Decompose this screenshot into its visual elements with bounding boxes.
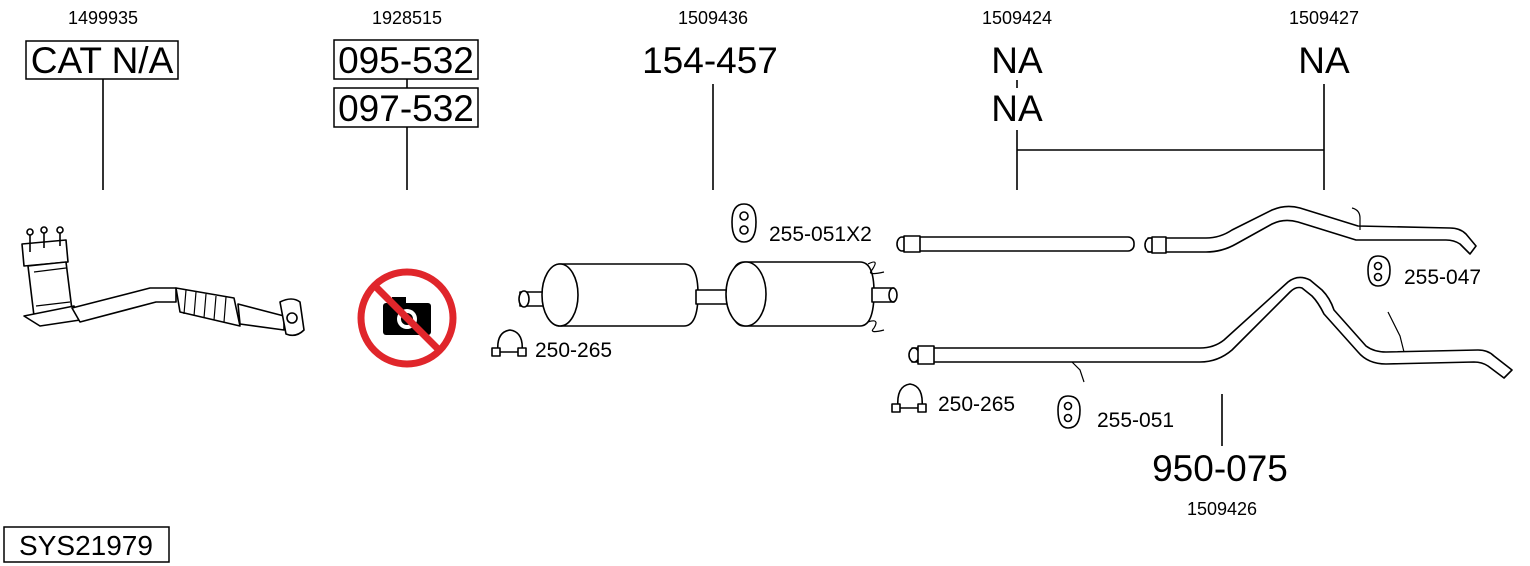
system-code: SYS21979: [19, 530, 153, 561]
oem-number-2: 1928515: [372, 8, 442, 28]
code-box-2b: [333, 87, 479, 128]
accessory-clamp-center: 250-265: [535, 339, 612, 362]
oem-number-3: 1509436: [678, 8, 748, 28]
part-code-3: 154-457: [642, 40, 778, 81]
part-code-5: NA: [1298, 40, 1350, 81]
upper-pipe-drawing: [1144, 205, 1477, 255]
clamp-icon: [491, 329, 527, 357]
accessory-clamp-right: 250-265: [938, 393, 1015, 416]
part-code-2a: 095-532: [338, 40, 474, 81]
part-code-6: 950-075: [1152, 448, 1288, 489]
part-center-muffler[interactable]: 1509436 154-457 250-26: [491, 8, 898, 362]
code-box-2a: [333, 39, 479, 80]
hanger-icon-lower: [1057, 395, 1081, 429]
system-code-label: SYS21979: [3, 526, 170, 563]
oem-number-1: 1499935: [68, 8, 138, 28]
hanger-icon-right: [1367, 255, 1391, 287]
accessory-hanger-right: 255-047: [1404, 266, 1481, 289]
part-no-photo[interactable]: 1928515 095-532 097-532: [333, 8, 479, 368]
oem-number-6: 1509426: [1187, 499, 1257, 519]
part-rear-pipe-upper[interactable]: 1509427 NA 255-047: [1144, 8, 1481, 289]
part-catalyst[interactable]: 1499935 CAT N/A: [21, 8, 305, 337]
catalyst-drawing: [21, 226, 305, 337]
oem-number-5: 1509427: [1289, 8, 1359, 28]
code-box-1: [25, 40, 179, 80]
no-photo-icon: [357, 268, 457, 368]
part-intermediate-pipe[interactable]: 1509424 NA NA: [896, 8, 1135, 253]
accessory-hanger-pair: 255-051X2: [769, 223, 872, 246]
oem-number-4: 1509424: [982, 8, 1052, 28]
lower-pipe-drawing: [908, 276, 1513, 383]
hanger-icon: [731, 203, 757, 243]
straight-pipe-drawing: [896, 235, 1135, 253]
muffler-drawing: [518, 261, 898, 333]
part-code-4b: NA: [991, 88, 1043, 129]
part-code-2b: 097-532: [338, 88, 474, 129]
accessory-hanger-lower: 255-051: [1097, 409, 1174, 432]
part-rear-pipe-lower[interactable]: 250-265 255-051 950-075 1509426: [891, 276, 1513, 519]
part-code-4a: NA: [991, 40, 1043, 81]
clamp-icon-right: [891, 383, 927, 413]
part-code-1: CAT N/A: [31, 40, 174, 81]
